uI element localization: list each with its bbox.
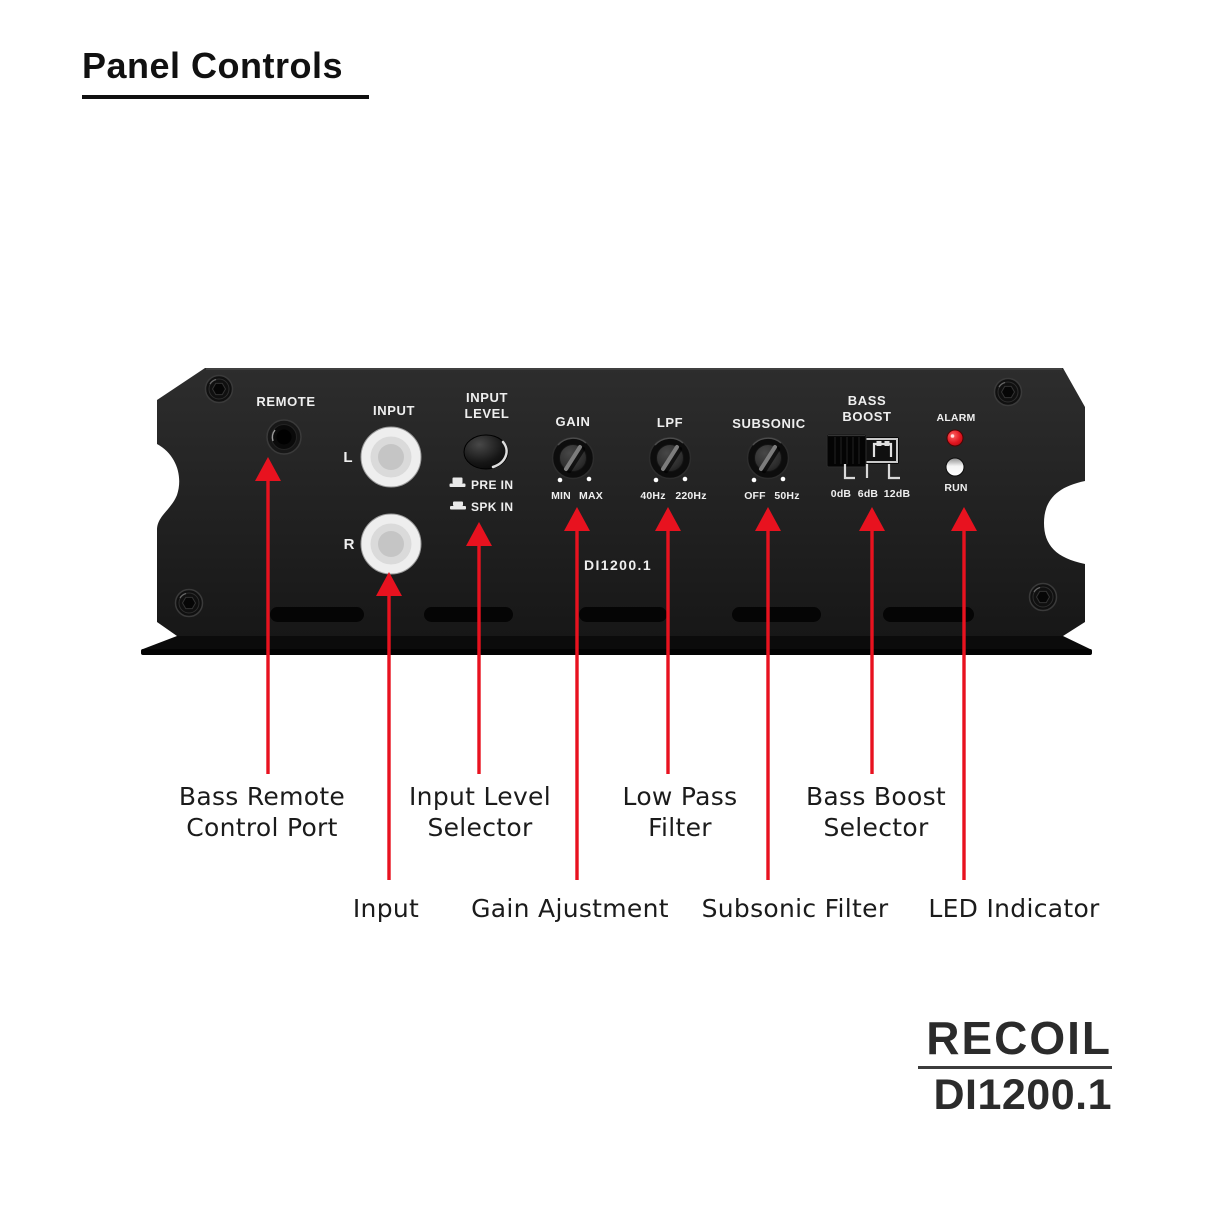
- subsonic-min-label: OFF: [744, 490, 766, 502]
- brand-name: RECOIL: [926, 1012, 1112, 1064]
- callout-line: Gain Ajustment: [471, 894, 669, 923]
- callout-line: Bass Remote: [178, 782, 346, 811]
- title-underline: [82, 95, 369, 99]
- model-number: DI1200.1: [933, 1071, 1112, 1119]
- run-led: [945, 457, 965, 477]
- callout-line: Filter: [648, 813, 712, 842]
- input-left-label: L: [343, 449, 352, 466]
- lpf-knob: [650, 438, 691, 479]
- lpf-max-label: 220Hz: [675, 490, 706, 502]
- panel-model-label: DI1200.1: [584, 557, 652, 573]
- gain-label: GAIN: [556, 414, 591, 429]
- lpf-label: LPF: [657, 415, 683, 430]
- callout-bass-boost-selector: Bass Boost Selector: [756, 781, 996, 843]
- callout-line: Control Port: [186, 813, 338, 842]
- callout-low-pass-filter: Low Pass Filter: [560, 781, 800, 843]
- gain-knob: [553, 438, 594, 479]
- input-label: INPUT: [373, 403, 415, 418]
- remote-section: REMOTE: [256, 394, 315, 455]
- bass-boost-position-marks: [843, 464, 900, 480]
- amplifier-panel: REMOTE INPUT L R INPUT LEVEL: [141, 368, 1092, 655]
- input-jack-left: [360, 426, 422, 488]
- title-block: Panel Controls: [82, 46, 369, 99]
- run-label: RUN: [944, 482, 967, 494]
- callout-led-indicator: LED Indicator: [894, 893, 1134, 924]
- subsonic-section: SUBSONIC OFF 50Hz: [732, 416, 805, 502]
- gain-max-label: MAX: [579, 490, 603, 502]
- callout-line: Low Pass: [622, 782, 738, 811]
- bass-boost-12db-label: 12dB: [884, 488, 911, 500]
- callout-line: Selector: [823, 813, 929, 842]
- gain-min-label: MIN: [551, 490, 571, 502]
- callout-line: Input Level: [409, 782, 551, 811]
- bass-boost-label-2: BOOST: [842, 409, 891, 424]
- callout-subsonic-filter: Subsonic Filter: [675, 893, 915, 924]
- callout-input: Input: [306, 893, 466, 924]
- bass-boost-section: BASS BOOST 0dB 6dB 12dB: [826, 393, 911, 500]
- pre-in-label: PRE IN: [471, 478, 513, 492]
- alarm-led: [946, 429, 964, 447]
- alarm-label: ALARM: [937, 412, 976, 424]
- remote-label: REMOTE: [256, 394, 315, 409]
- callout-gain-ajustment: Gain Ajustment: [450, 893, 690, 924]
- bass-boost-0db-label: 0dB: [831, 488, 852, 500]
- input-level-button: [463, 434, 509, 470]
- input-section: INPUT L R: [343, 403, 422, 575]
- callout-line: Selector: [427, 813, 533, 842]
- callout-bass-remote-control-port: Bass Remote Control Port: [142, 781, 382, 843]
- input-right-label: R: [344, 536, 355, 553]
- input-level-label-1: INPUT: [466, 390, 508, 405]
- spk-in-label: SPK IN: [471, 500, 513, 514]
- input-level-label-2: LEVEL: [465, 406, 510, 421]
- brand-logo-block: RECOIL DI1200.1: [918, 1014, 1112, 1118]
- button-pressed-icon: [450, 501, 466, 510]
- callout-line: Bass Boost: [805, 782, 947, 811]
- lpf-min-label: 40Hz: [640, 490, 665, 502]
- input-jack-right: [360, 513, 422, 575]
- logo-divider: [918, 1066, 1112, 1069]
- callout-line: Input: [352, 894, 420, 923]
- bottom-flange: [143, 636, 1090, 649]
- button-out-icon: [449, 477, 466, 487]
- lpf-section: LPF 40Hz 220Hz: [640, 415, 706, 502]
- bottom-lip: [141, 649, 1092, 655]
- vent-slots: [270, 607, 974, 622]
- subsonic-knob: [748, 438, 789, 479]
- bass-boost-label-1: BASS: [848, 393, 887, 408]
- subsonic-label: SUBSONIC: [732, 416, 805, 431]
- subsonic-max-label: 50Hz: [774, 490, 799, 502]
- bass-boost-6db-label: 6dB: [858, 488, 879, 500]
- callout-line: Subsonic Filter: [701, 894, 889, 923]
- bass-boost-switch: [826, 433, 899, 468]
- page-title: Panel Controls: [82, 45, 344, 86]
- callout-line: LED Indicator: [928, 894, 1100, 923]
- remote-port: [266, 419, 302, 455]
- callout-input-level-selector: Input Level Selector: [360, 781, 600, 843]
- led-section: ALARM RUN: [937, 412, 976, 494]
- gain-section: GAIN MIN MAX: [551, 414, 603, 502]
- spk-in-row: SPK IN: [450, 500, 513, 514]
- input-level-section: INPUT LEVEL PRE IN SPK IN: [449, 390, 513, 514]
- pre-in-row: PRE IN: [449, 477, 513, 492]
